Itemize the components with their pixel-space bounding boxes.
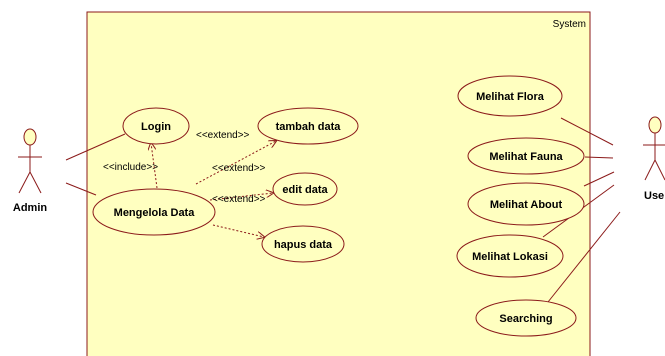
assoc-user-searching	[547, 211, 621, 303]
usecase-melihat-flora: Melihat Flora	[457, 75, 563, 117]
actor-user-label: Use	[644, 190, 664, 202]
assoc-user-about	[583, 171, 615, 187]
usecase-melihat-fauna-label: Melihat Fauna	[489, 151, 563, 163]
usecase-mengelola-data: Mengelola Data	[92, 188, 216, 236]
actor-admin-label: Admin	[13, 202, 48, 214]
usecase-melihat-lokasi-label: Melihat Lokasi	[472, 251, 548, 263]
assoc-admin-mengelola	[65, 182, 97, 196]
usecase-melihat-lokasi: Melihat Lokasi	[456, 234, 564, 278]
extend-arrow-edit	[209, 193, 273, 201]
usecase-searching: Searching	[475, 299, 577, 337]
usecase-melihat-flora-label: Melihat Flora	[476, 91, 545, 103]
extend-arrow-hapus	[212, 224, 264, 237]
usecase-mengelola-data-label: Mengelola Data	[114, 207, 196, 219]
usecase-tambah-data: tambah data	[257, 107, 359, 145]
include-label: <<include>>	[103, 162, 158, 173]
usecase-login: Login	[122, 107, 190, 145]
usecase-edit-data: edit data	[272, 172, 338, 206]
assoc-admin-login	[65, 133, 126, 161]
usecase-melihat-about: Melihat About	[467, 182, 585, 226]
usecase-searching-label: Searching	[499, 313, 552, 325]
actor-user-head	[648, 116, 662, 134]
extend-label-tambah: <<extend>>	[196, 130, 250, 141]
assoc-user-flora	[560, 117, 614, 146]
usecase-melihat-fauna: Melihat Fauna	[467, 137, 585, 175]
usecase-login-label: Login	[141, 121, 171, 133]
extend-arrow-tambah	[195, 141, 276, 185]
actor-admin: Admin	[13, 128, 48, 214]
system-label: System	[553, 19, 586, 30]
extend-label-edit: <<extend>>	[212, 163, 266, 174]
extend-label-hapus: <<extend>>	[212, 194, 266, 205]
assoc-user-fauna	[584, 156, 614, 159]
usecase-hapus-data-label: hapus data	[274, 239, 333, 251]
actor-admin-head	[23, 128, 37, 146]
usecase-melihat-about-label: Melihat About	[490, 199, 563, 211]
include-arrow	[151, 143, 158, 189]
usecase-hapus-data: hapus data	[261, 225, 345, 263]
usecase-edit-data-label: edit data	[282, 184, 328, 196]
actor-user: Use	[643, 116, 665, 202]
usecase-tambah-data-label: tambah data	[276, 121, 342, 133]
